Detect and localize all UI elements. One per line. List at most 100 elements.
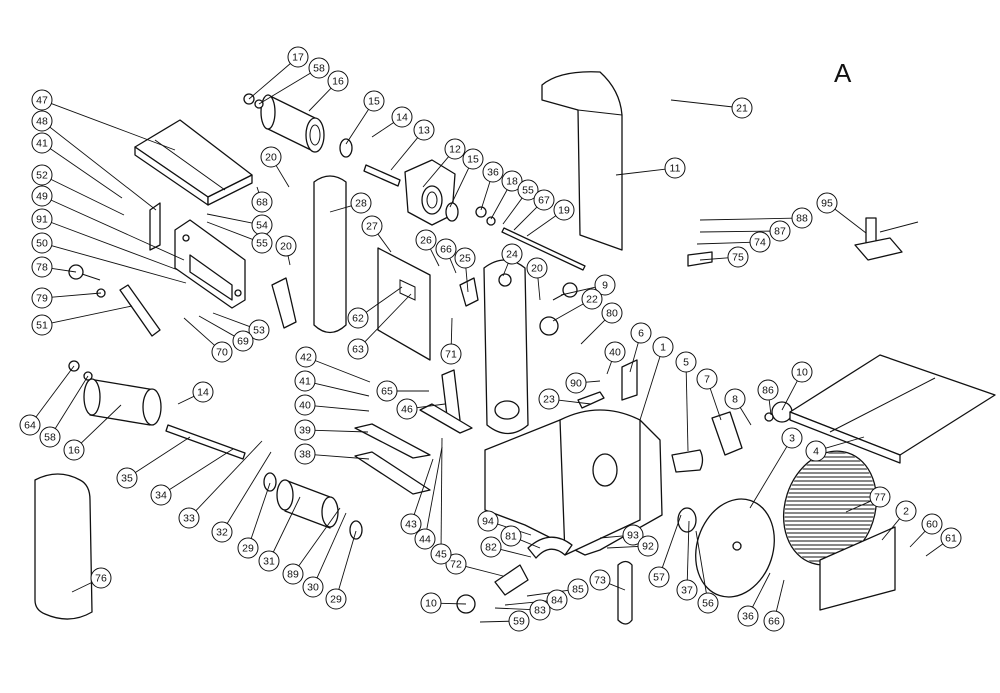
callout-number: 78 bbox=[36, 262, 48, 274]
callout-c34: 34 bbox=[150, 484, 172, 506]
callout-circle bbox=[415, 229, 437, 251]
leader-line-c67 bbox=[513, 206, 538, 231]
leader-line-c47 bbox=[51, 103, 176, 151]
sheet-label: A bbox=[834, 58, 852, 88]
callout-c87: 87 bbox=[769, 220, 791, 242]
leader-line-c81 bbox=[520, 539, 541, 549]
callout-c76: 76 bbox=[90, 567, 112, 589]
callout-circle bbox=[581, 288, 603, 310]
callout-c16b: 16 bbox=[63, 439, 85, 461]
callout-number: 22 bbox=[586, 294, 598, 306]
callout-c62: 62 bbox=[347, 307, 369, 329]
leader-line-c28 bbox=[329, 205, 352, 213]
part-11-belt-guard bbox=[541, 71, 623, 251]
callout-circle bbox=[445, 553, 467, 575]
leader-line-c6 bbox=[629, 342, 639, 373]
callout-circle bbox=[500, 525, 522, 547]
leader-line-c11 bbox=[615, 168, 666, 176]
callout-number: 47 bbox=[36, 95, 48, 107]
leader-line-c41b bbox=[314, 382, 370, 397]
leader-line-c63 bbox=[364, 293, 412, 343]
callout-circle bbox=[622, 524, 644, 546]
leader-line-c4 bbox=[825, 436, 865, 449]
callout-number: 34 bbox=[155, 490, 167, 502]
callout-c75: 75 bbox=[727, 246, 749, 268]
callout-circle bbox=[308, 57, 330, 79]
callout-c21: 21 bbox=[731, 97, 753, 119]
leader-line-c93 bbox=[599, 535, 624, 539]
part-7-bracket bbox=[711, 411, 743, 456]
callout-circle bbox=[31, 89, 53, 111]
callout-number: 44 bbox=[419, 534, 431, 546]
callout-number: 13 bbox=[418, 125, 430, 137]
callout-c89: 89 bbox=[282, 563, 304, 585]
callout-c41b: 41 bbox=[294, 370, 316, 392]
leader-line-c30 bbox=[316, 512, 347, 579]
callout-number: 33 bbox=[183, 513, 195, 525]
callout-c74: 74 bbox=[749, 231, 771, 253]
callout-number: 40 bbox=[299, 400, 311, 412]
leader-line-c76 bbox=[71, 581, 93, 593]
leader-line-c56 bbox=[695, 530, 707, 594]
leader-line-c68 bbox=[256, 186, 260, 193]
callout-c17a: 17 bbox=[287, 46, 309, 68]
callout-circle bbox=[363, 90, 385, 112]
callout-c65: 65 bbox=[376, 380, 398, 402]
callout-number: 64 bbox=[24, 420, 36, 432]
callout-c15b: 15 bbox=[462, 148, 484, 170]
leader-line-c39 bbox=[314, 429, 369, 433]
callout-circle bbox=[462, 148, 484, 170]
leader-line-c20a bbox=[275, 165, 290, 188]
callout-c78: 78 bbox=[31, 256, 53, 278]
callout-number: 5 bbox=[683, 357, 689, 369]
leader-line-c69 bbox=[198, 315, 235, 337]
leader-line-c1 bbox=[639, 356, 661, 421]
callout-circle bbox=[327, 70, 349, 92]
part-18-collar bbox=[486, 216, 496, 226]
callout-number: 46 bbox=[401, 404, 413, 416]
callout-circle bbox=[589, 569, 611, 591]
callout-number: 28 bbox=[355, 198, 367, 210]
callout-circle bbox=[400, 513, 422, 535]
callout-number: 53 bbox=[253, 325, 265, 337]
callout-circle bbox=[477, 510, 499, 532]
leader-line-c77 bbox=[845, 500, 872, 513]
callout-number: 23 bbox=[543, 394, 555, 406]
callout-c6: 6 bbox=[630, 322, 652, 344]
callout-number: 86 bbox=[762, 385, 774, 397]
callout-circle bbox=[769, 220, 791, 242]
callout-circle bbox=[31, 208, 53, 230]
callout-c51: 51 bbox=[31, 314, 53, 336]
callout-c92: 92 bbox=[637, 535, 659, 557]
callout-number: 75 bbox=[732, 252, 744, 264]
leader-line-c90 bbox=[585, 380, 601, 383]
callout-c52: 52 bbox=[31, 164, 53, 186]
callout-number: 87 bbox=[774, 226, 786, 238]
leader-line-c92 bbox=[606, 546, 639, 549]
leader-line-c20c bbox=[287, 255, 291, 266]
callout-c7: 7 bbox=[696, 368, 718, 390]
callout-number: 7 bbox=[704, 374, 710, 386]
callout-number: 69 bbox=[237, 336, 249, 348]
leader-line-c13 bbox=[390, 137, 418, 171]
callout-c58a: 58 bbox=[308, 57, 330, 79]
leader-line-c5 bbox=[685, 371, 689, 452]
leader-line-c15b bbox=[449, 167, 470, 208]
leader-line-c8 bbox=[739, 407, 752, 426]
callout-circle bbox=[791, 207, 813, 229]
leader-line-c22 bbox=[552, 303, 584, 322]
leader-line-c83 bbox=[494, 607, 531, 611]
callout-c20c: 20 bbox=[275, 235, 297, 257]
leader-line-c55a bbox=[502, 197, 523, 225]
callout-circle bbox=[294, 394, 316, 416]
part-95-miter-gauge bbox=[854, 217, 919, 261]
callout-c27: 27 bbox=[361, 215, 383, 237]
callout-c12: 12 bbox=[444, 138, 466, 160]
callout-number: 17 bbox=[292, 52, 304, 64]
callout-number: 36 bbox=[487, 167, 499, 179]
callout-circle bbox=[31, 287, 53, 309]
callout-circle bbox=[501, 243, 523, 265]
leader-line-c25 bbox=[465, 267, 469, 293]
part-25-bracket bbox=[459, 277, 479, 307]
